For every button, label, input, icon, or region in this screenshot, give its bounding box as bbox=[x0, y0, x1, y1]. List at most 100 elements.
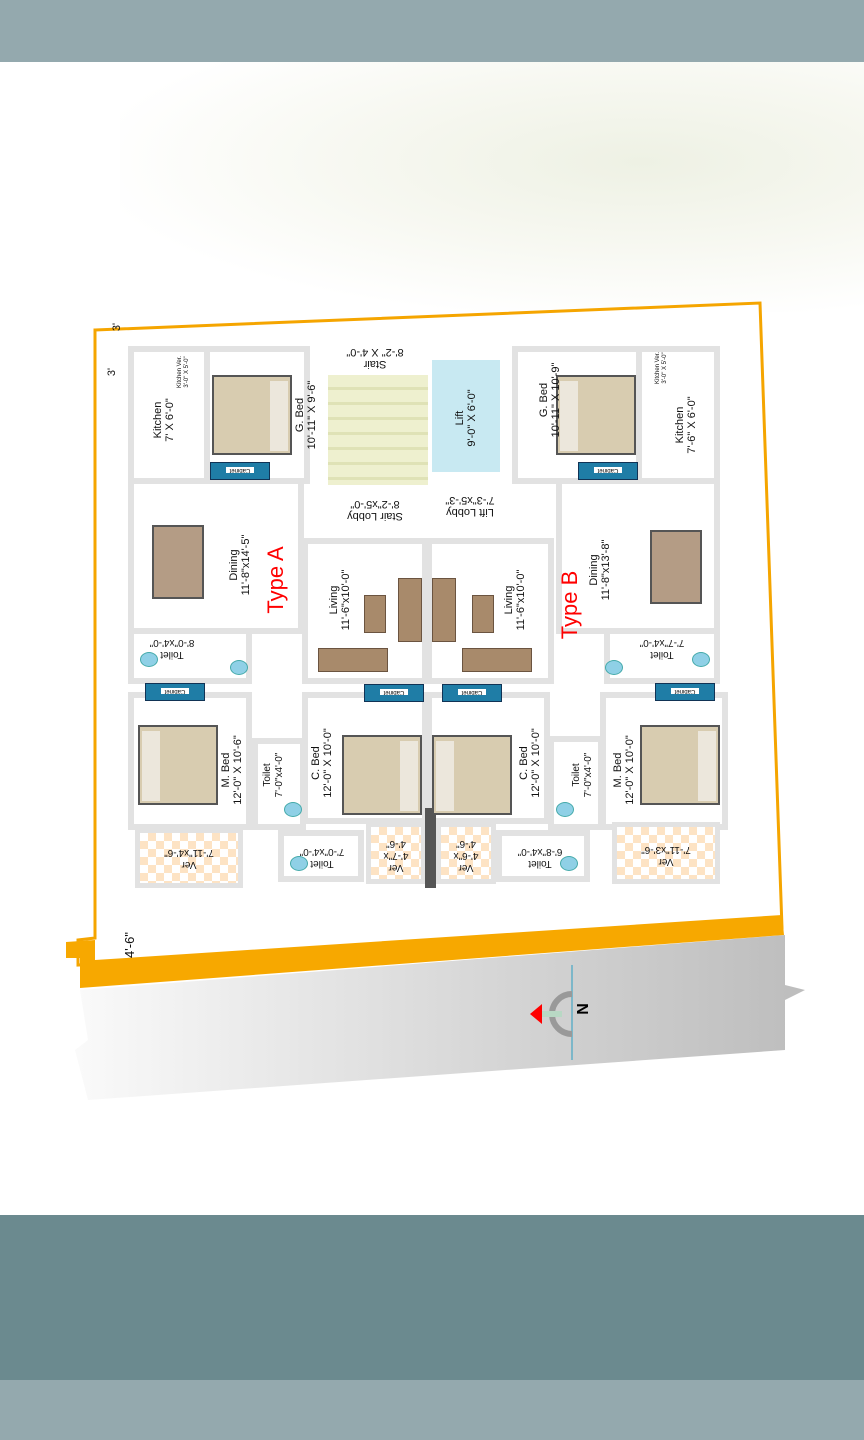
staircase bbox=[328, 375, 428, 485]
room-dim: 7' X 6'-0" bbox=[164, 398, 176, 442]
room-dim: 7'-3"x5'-3" bbox=[445, 494, 495, 506]
setback-left-label: 3' bbox=[106, 367, 118, 377]
bed-icon bbox=[640, 725, 720, 805]
room-name: Toilet bbox=[650, 649, 674, 660]
room-name: Toilet bbox=[160, 649, 184, 660]
room-dim: 12'-0" X 10'-0" bbox=[624, 735, 636, 805]
toilet-fixture-icon bbox=[284, 802, 302, 817]
room-name: Stair bbox=[363, 358, 387, 370]
room-dim: 4'-7"x 4'-6" bbox=[383, 838, 409, 861]
sofa-icon bbox=[398, 578, 422, 642]
room-name: G. Bed bbox=[538, 382, 550, 418]
compass-north-icon bbox=[530, 991, 573, 1037]
compass-label: N bbox=[574, 1003, 592, 1015]
toilet-fixture-icon bbox=[290, 856, 308, 871]
lift-shaft bbox=[432, 360, 500, 472]
room-name: Toilet bbox=[310, 858, 334, 869]
bed-icon bbox=[212, 375, 292, 455]
party-wall bbox=[425, 808, 436, 888]
room-name: Stair Lobby bbox=[347, 510, 403, 522]
room-name: Ver bbox=[181, 859, 197, 870]
room-dim: 10'-11" X 10'-9" bbox=[550, 362, 562, 438]
compass: N bbox=[528, 990, 592, 1040]
verandah-b1 bbox=[612, 822, 720, 884]
coffee-table-icon bbox=[472, 595, 494, 633]
room-name: Ver bbox=[388, 862, 404, 873]
room-name: Lift bbox=[454, 410, 466, 426]
room-dim: 7'-0"x4'-0" bbox=[274, 752, 285, 798]
dining-table-icon bbox=[152, 525, 204, 599]
room-name: C. Bed bbox=[310, 746, 322, 780]
bed-icon bbox=[342, 735, 422, 815]
room-dim: 12'-0" X 10'-6" bbox=[232, 735, 244, 805]
room-dim: 7'-11"x4'-6" bbox=[164, 847, 214, 858]
sofa-icon bbox=[318, 648, 388, 672]
room-dim: 4'-6"x 4'-6" bbox=[453, 838, 479, 861]
room-name: Toilet bbox=[571, 763, 582, 787]
room-dim: 7'-6" X 6'-0" bbox=[686, 396, 698, 454]
room-dim: 11'-6"x10'-0" bbox=[515, 569, 527, 631]
bed-icon bbox=[432, 735, 512, 815]
room-dim: 11'-8"x14'-5" bbox=[240, 534, 252, 596]
room-dim: 10'-11" X 9'-6" bbox=[306, 380, 318, 450]
room-name: Kitchen bbox=[674, 406, 686, 444]
toilet-fixture-icon bbox=[556, 802, 574, 817]
room-dim: 3'-0" X 5'-0" bbox=[184, 356, 190, 388]
kitchen-a bbox=[128, 346, 210, 484]
dining-table-icon bbox=[650, 530, 702, 604]
room-name: Kitchen Ver. bbox=[177, 355, 183, 389]
room-name: M. Bed bbox=[612, 752, 624, 788]
bed-icon bbox=[556, 375, 636, 455]
kitchen-ver-b-label: Kitchen Ver.3'-0" X 5'-0" bbox=[655, 352, 669, 384]
bed-icon bbox=[138, 725, 218, 805]
room-dim: 7'-7"x4'-0" bbox=[639, 637, 685, 648]
room-name: G. Bed bbox=[294, 397, 306, 433]
sofa-icon bbox=[462, 648, 532, 672]
cabinet-label: Cabinet bbox=[226, 467, 254, 473]
toilet-b3 bbox=[496, 830, 590, 882]
room-name: Ver bbox=[658, 856, 674, 867]
type-b-label: Type B bbox=[557, 570, 582, 640]
room-dim: 7'-0"x4'-0" bbox=[583, 752, 594, 798]
room-name: Kitchen Ver. bbox=[655, 351, 661, 385]
verandah-b2 bbox=[436, 822, 496, 884]
room-dim: 7'-11"x3'-6" bbox=[641, 844, 691, 855]
room-name: Dining bbox=[588, 554, 600, 586]
room-dim: 12'-0" X 10'-0" bbox=[322, 728, 334, 798]
toilet-fixture-icon bbox=[140, 652, 158, 667]
room-dim: 9'-0" X 6'-0" bbox=[466, 389, 478, 447]
verandah-a1 bbox=[135, 828, 243, 888]
cabinet: Cabinet bbox=[578, 462, 638, 480]
footer-strip bbox=[0, 1380, 864, 1440]
floral-background bbox=[120, 62, 864, 312]
room-dim: 6'-8"x4'-0" bbox=[517, 846, 563, 857]
header-band bbox=[0, 0, 864, 62]
room-dim: 11'-6"x10'-0" bbox=[340, 569, 352, 631]
cabinet-label: Cabinet bbox=[161, 688, 189, 694]
room-dim: 8'-2"x5'-0" bbox=[350, 498, 400, 510]
room-name: Dining bbox=[228, 549, 240, 581]
kitchen-ver-a-label: Kitchen Ver.3'-0" X 5'-0" bbox=[177, 356, 191, 388]
basin-icon bbox=[230, 660, 248, 675]
room-name: Lift Lobby bbox=[446, 506, 494, 518]
